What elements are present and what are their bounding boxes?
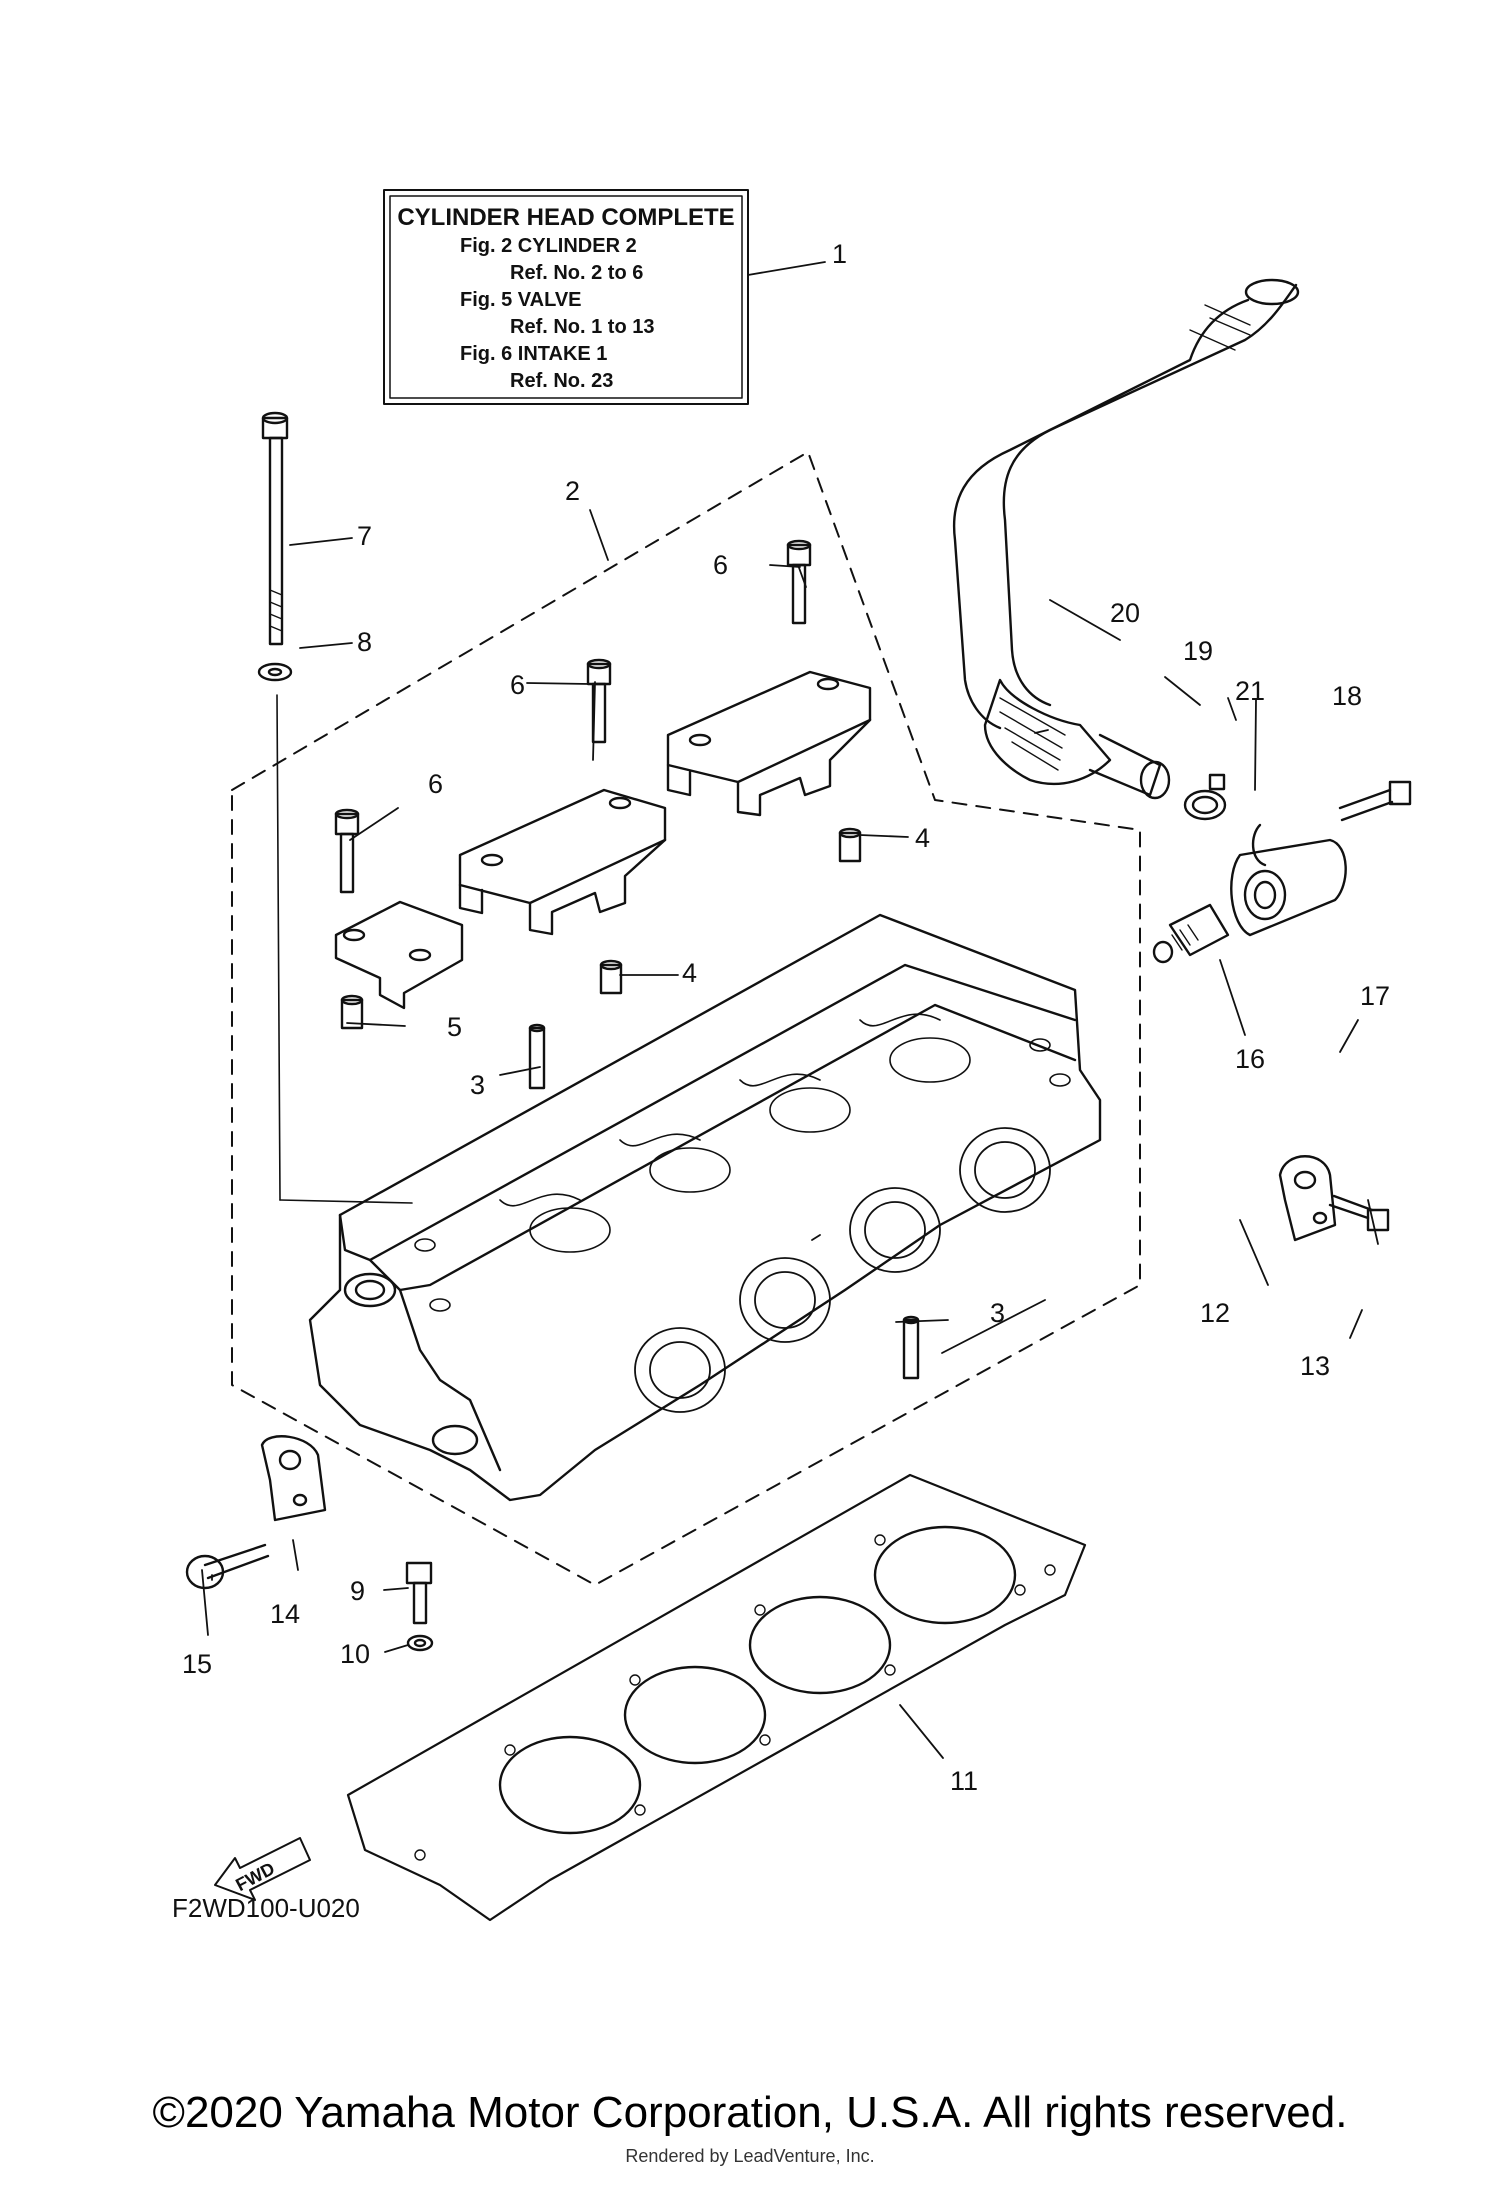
valve-guide (902, 1315, 920, 1380)
callout-5: 5 (447, 1012, 462, 1042)
callout-2: 2 (565, 476, 580, 506)
callout-4: 4 (915, 823, 930, 853)
fwd-label: FWD (232, 1858, 278, 1895)
valve-guide (528, 1023, 546, 1090)
thermostat (1152, 903, 1230, 964)
cooling-water-hose (952, 278, 1300, 786)
cap-bolt (786, 539, 812, 625)
callout-11: 11 (950, 1766, 978, 1796)
camshaft-cap-rear (666, 670, 872, 817)
plug-washer (406, 1634, 434, 1652)
callout-10: 10 (340, 1639, 370, 1669)
callout-21: 21 (1235, 676, 1265, 706)
callout-4: 4 (682, 958, 697, 988)
thermostat-cover-bolt (1338, 780, 1412, 822)
leader-lines (201, 261, 1379, 1759)
callout-3: 3 (990, 1298, 1005, 1328)
engine-hanger-front (260, 1435, 327, 1522)
callout-16: 16 (1235, 1044, 1265, 1074)
head-bolt-long (257, 411, 413, 1204)
water-pipe (1088, 733, 1171, 800)
cap-bolt (586, 658, 612, 744)
camshaft-cap-front (334, 900, 464, 1010)
hanger-bolt (185, 1543, 270, 1590)
box-line: Ref. No. 23 (510, 370, 613, 392)
callout-labels: 1 2 3 3 4 4 5 6 6 6 7 8 9 10 11 12 13 14… (182, 239, 1390, 1796)
callout-14: 14 (270, 1599, 300, 1629)
dowel-pin (599, 959, 623, 995)
callout-19: 19 (1183, 636, 1213, 666)
box-title: CYLINDER HEAD COMPLETE (397, 204, 734, 231)
cylinder-head-gasket (346, 1473, 1087, 1922)
callout-6: 6 (713, 550, 728, 580)
callout-3: 3 (470, 1070, 485, 1100)
copyright-notice: ©2020 Yamaha Motor Corporation, U.S.A. A… (152, 2088, 1348, 2137)
fwd-arrow-icon: FWD (214, 1837, 311, 1901)
hanger-bolt (1328, 1194, 1390, 1232)
hose-clamp (1183, 773, 1227, 821)
callout-12: 12 (1200, 1298, 1230, 1328)
cap-bolt (334, 808, 360, 894)
callout-18: 18 (1332, 681, 1362, 711)
box-line: Ref. No. 2 to 6 (510, 262, 643, 284)
callout-13: 13 (1300, 1351, 1330, 1381)
dowel-pin (838, 827, 862, 863)
cylinder-assembly-dashed-outline (231, 451, 1141, 1586)
callout-7: 7 (357, 521, 372, 551)
callout-6: 6 (428, 769, 443, 799)
rendered-by-notice: Rendered by LeadVenture, Inc. (625, 2146, 875, 2166)
cylinder-head-complete-box: CYLINDER HEAD COMPLETE Fig. 2 CYLINDER 2… (383, 189, 749, 405)
cylinder-head-block (308, 913, 1102, 1502)
plug-bolt (405, 1561, 433, 1625)
callout-6: 6 (510, 670, 525, 700)
callout-1: 1 (832, 239, 847, 269)
box-line: Fig. 5 VALVE (460, 289, 582, 311)
box-line: Ref. No. 1 to 13 (510, 316, 654, 338)
callout-9: 9 (350, 1576, 365, 1606)
engine-hanger-rear (1278, 1155, 1337, 1242)
dowel-pin (340, 994, 364, 1030)
callout-8: 8 (357, 627, 372, 657)
box-line: Fig. 2 CYLINDER 2 (460, 235, 637, 257)
callout-20: 20 (1110, 598, 1140, 628)
callout-17: 17 (1360, 981, 1390, 1011)
callout-15: 15 (182, 1649, 212, 1679)
thermostat-housing (1230, 823, 1347, 937)
camshaft-cap-middle (458, 788, 667, 936)
box-line: Fig. 6 INTAKE 1 (460, 343, 607, 365)
diagram-code: F2WD100-U020 (172, 1893, 360, 1923)
